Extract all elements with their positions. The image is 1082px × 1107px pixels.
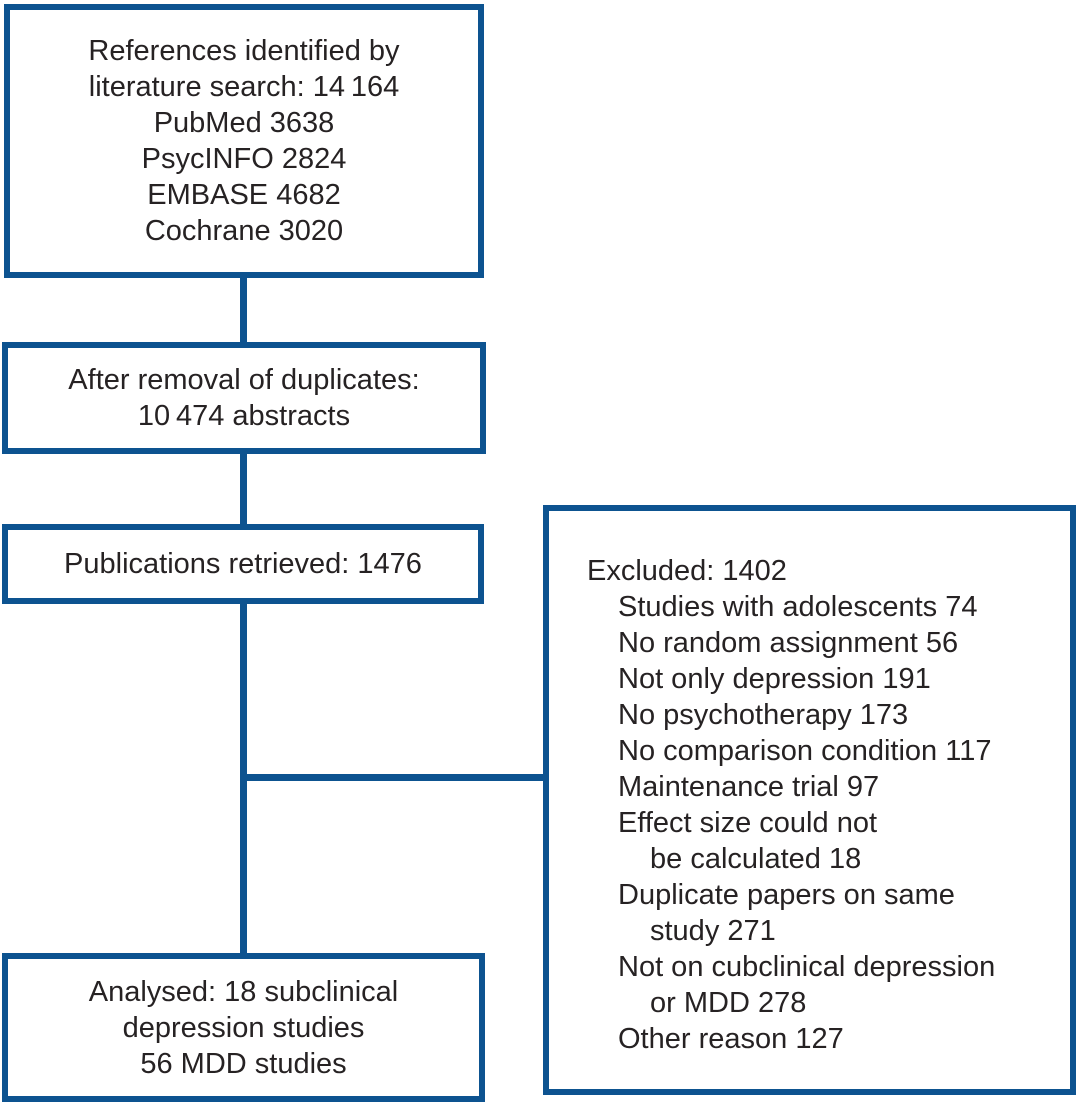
- box-excluded-line: Not on cubclinical depression: [618, 951, 996, 983]
- box-identified-line: EMBASE 4682: [147, 179, 341, 211]
- connector-duplicates-to-retrieved: [240, 450, 247, 528]
- box-analysed-line: Analysed: 18 subclinical: [88, 975, 399, 1008]
- box-retrieved-line: Publications retrieved: 1476: [64, 548, 422, 580]
- box-references-identified: References identified by literature sear…: [4, 4, 484, 278]
- box-identified-line: PsycINFO 2824: [141, 143, 347, 175]
- box-excluded-line: Duplicate papers on same: [618, 879, 955, 911]
- box-excluded-line: No random assignment 56: [618, 627, 959, 659]
- box-excluded-line: No comparison condition 117: [618, 735, 992, 767]
- box-excluded-line: or MDD 278: [650, 987, 807, 1019]
- box-after-duplicates: After removal of duplicates: 10 474 abst…: [2, 342, 486, 454]
- box-excluded: Excluded: 1402 Studies with adolescents …: [543, 505, 1076, 1095]
- box-excluded-line: Studies with adolescents 74: [618, 591, 978, 623]
- box-excluded-line: Not only depression 191: [618, 663, 931, 695]
- box-excluded-line: study 271: [650, 915, 776, 947]
- connector-to-excluded: [243, 774, 546, 781]
- box-analysed: Analysed: 18 subclinical depression stud…: [2, 953, 485, 1102]
- box-duplicates-line: 10 474 abstracts: [137, 400, 351, 432]
- box-identified-line: literature search: 14 164: [88, 71, 400, 103]
- box-publications-retrieved: Publications retrieved: 1476: [2, 524, 484, 604]
- connector-identified-to-duplicates: [240, 276, 247, 346]
- box-excluded-line: Maintenance trial 97: [618, 771, 880, 803]
- box-excluded-line: No psychotherapy 173: [618, 699, 909, 731]
- box-excluded-line: Effect size could not: [618, 807, 878, 839]
- box-analysed-line: depression studies: [122, 1011, 365, 1044]
- box-identified-line: Cochrane 3020: [144, 215, 344, 247]
- box-excluded-line: Other reason 127: [618, 1023, 844, 1055]
- box-identified-line: References identified by: [88, 35, 400, 67]
- box-excluded-line: Excluded: 1402: [587, 555, 787, 587]
- box-excluded-line: be calculated 18: [650, 843, 862, 875]
- box-analysed-line: 56 MDD studies: [140, 1047, 347, 1080]
- box-identified-line: PubMed 3638: [153, 107, 335, 139]
- box-duplicates-line: After removal of duplicates:: [68, 364, 420, 396]
